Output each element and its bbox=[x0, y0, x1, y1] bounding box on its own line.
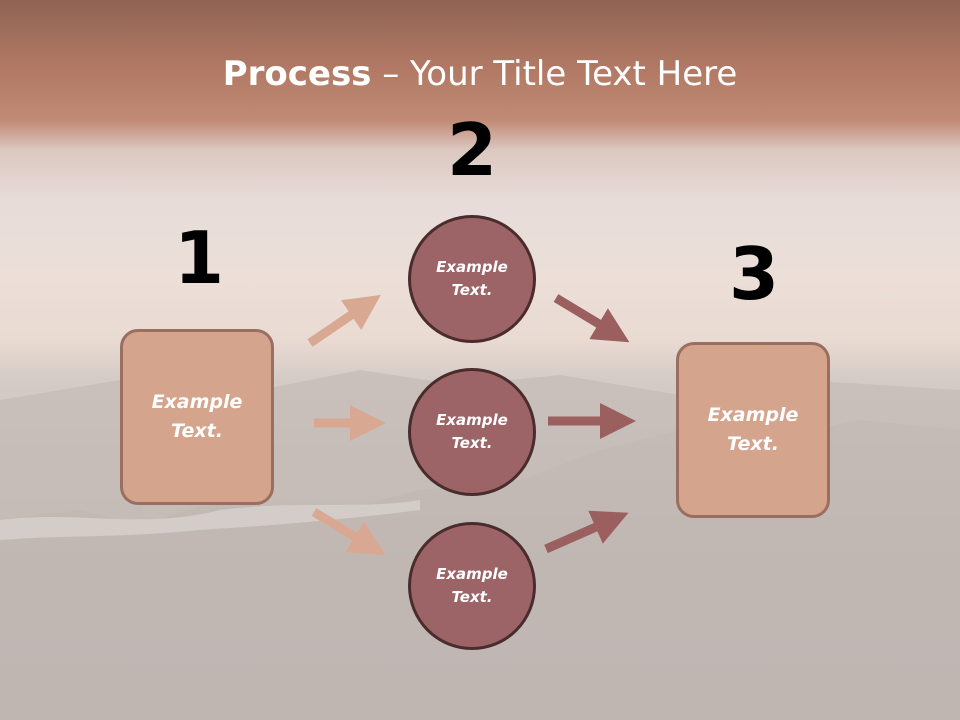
circle-top-label: Example Text. bbox=[436, 258, 508, 299]
circle-bottom-label: Example Text. bbox=[436, 565, 508, 606]
page-title: Process – Your Title Text Here bbox=[0, 52, 960, 96]
circle-middle: Example Text. bbox=[408, 368, 536, 496]
step-1-label: Example Text. bbox=[151, 391, 243, 442]
arrow-to-bottom-circle bbox=[311, 508, 386, 556]
circle-middle-label: Example Text. bbox=[436, 411, 508, 452]
circle-bottom: Example Text. bbox=[408, 522, 536, 650]
step-number-1: 1 bbox=[173, 216, 225, 300]
arrow-to-top-circle bbox=[307, 294, 381, 347]
step-number-2: 2 bbox=[446, 108, 498, 192]
step-3-box: Example Text. bbox=[676, 342, 830, 518]
title-rest: – Your Title Text Here bbox=[371, 54, 738, 94]
arrow-from-top-circle bbox=[553, 294, 630, 343]
step-3-label: Example Text. bbox=[707, 404, 799, 455]
step-1-box: Example Text. bbox=[120, 329, 274, 505]
circle-top: Example Text. bbox=[408, 215, 536, 343]
title-bold: Process bbox=[222, 54, 372, 94]
arrow-from-bottom-circle bbox=[544, 510, 629, 554]
step-number-3: 3 bbox=[728, 232, 780, 316]
